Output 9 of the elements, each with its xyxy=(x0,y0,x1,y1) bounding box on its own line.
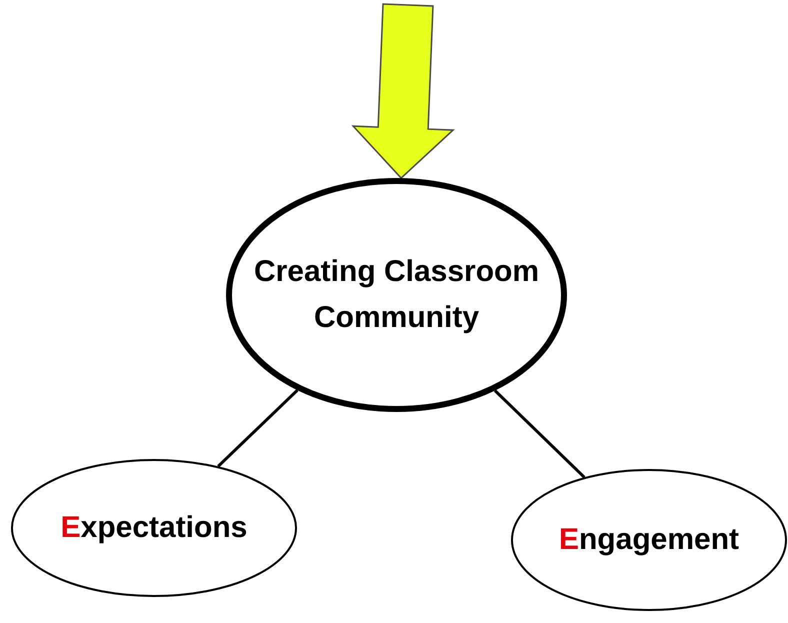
ellipse-node xyxy=(511,469,787,611)
node-label: Engagement xyxy=(558,522,740,558)
node-label: Expectations xyxy=(60,510,248,546)
ellipse-node xyxy=(226,178,567,412)
ellipse-node xyxy=(11,459,297,597)
block-arrow xyxy=(351,3,455,180)
connector-line xyxy=(217,389,298,468)
connector-line xyxy=(494,389,586,478)
node-label: Creating Classroom Community xyxy=(252,254,540,336)
